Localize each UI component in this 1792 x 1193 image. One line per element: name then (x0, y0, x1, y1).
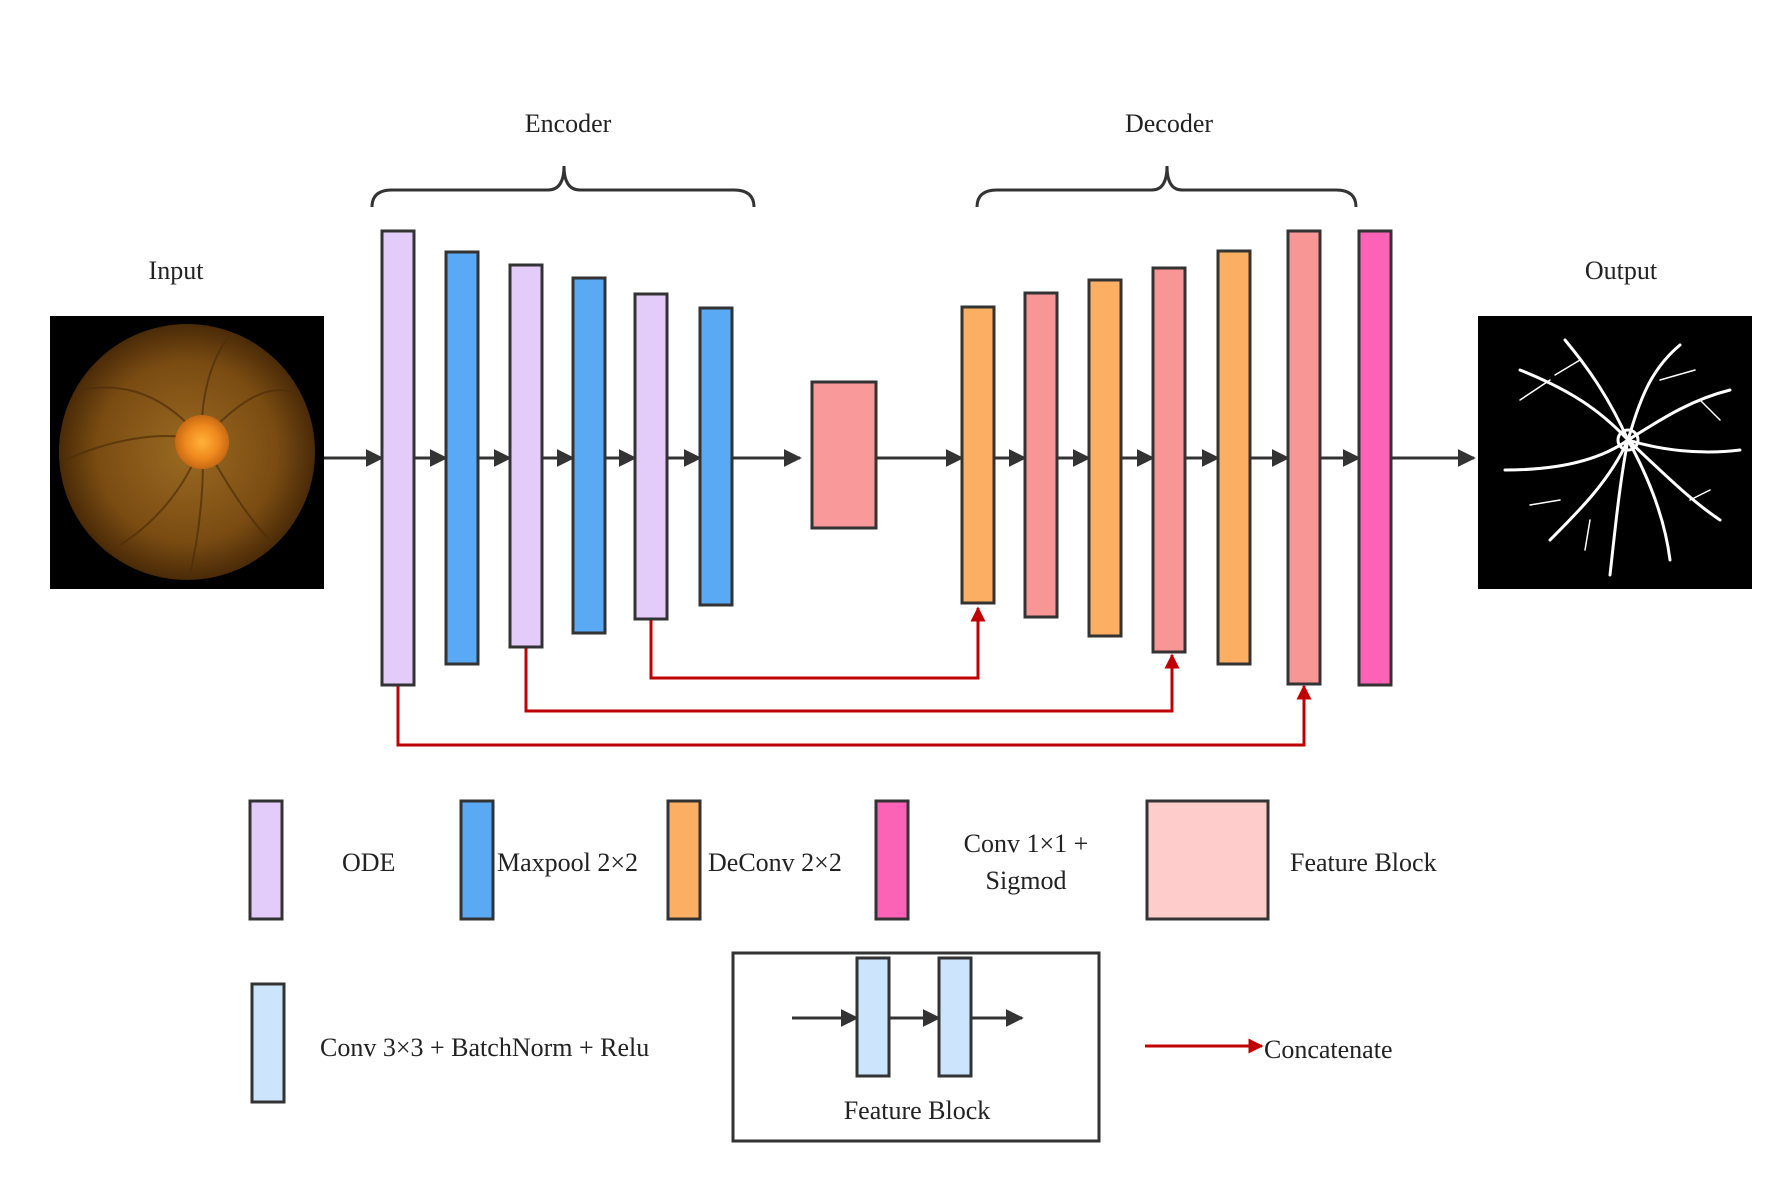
skip-connection-1 (396, 684, 1312, 747)
legend-ode-label: ODE (342, 848, 395, 877)
input-label: Input (149, 256, 205, 285)
legend-maxpool-swatch (459, 799, 495, 921)
decoder-feature-block-1 (1023, 291, 1059, 619)
feature-block-conv-1 (855, 956, 891, 1078)
legend-deconv-label: DeConv 2×2 (708, 848, 842, 877)
feature-block-detail-box: Feature Block (731, 951, 1101, 1143)
feature-block-conv-2 (937, 956, 973, 1078)
encoder-maxpool-block-2 (571, 276, 607, 635)
legend-conv1x1-swatch (874, 799, 910, 921)
legend-maxpool-label: Maxpool 2×2 (497, 848, 638, 877)
legend-concatenate-label: Concatenate (1264, 1035, 1393, 1064)
legend-conv3x3-label: Conv 3×3 + BatchNorm + Relu (320, 1033, 649, 1062)
decoder-deconv-block-3 (1216, 249, 1252, 666)
output-label: Output (1585, 256, 1658, 285)
legend-conv3x3-swatch (250, 982, 286, 1104)
legend-feature-block-swatch (1145, 799, 1270, 921)
skip-connection-2 (524, 647, 1180, 713)
encoder-ode-block-2 (508, 263, 544, 649)
decoder-label: Decoder (1125, 109, 1213, 138)
conv1x1-sigmoid-block (1357, 229, 1393, 687)
input-fundus-image (50, 316, 324, 589)
legend-ode-swatch (248, 799, 284, 921)
legend-conv1x1-label-line1: Conv 1×1 + (964, 829, 1089, 858)
encoder-ode-block-3 (633, 292, 669, 621)
decoder-brace (975, 165, 1358, 208)
feature-block-box-title: Feature Block (844, 1096, 991, 1125)
bottleneck-feature-block (810, 380, 878, 530)
legend-conv1x1-label-line2: Sigmod (986, 866, 1067, 895)
encoder-maxpool-block-1 (444, 250, 480, 666)
decoder-deconv-block-1 (960, 305, 996, 605)
legend-feature-block-label: Feature Block (1290, 848, 1437, 877)
encoder-ode-block-1 (380, 229, 416, 687)
decoder-deconv-block-2 (1087, 278, 1123, 638)
output-vessel-map (1478, 316, 1752, 589)
encoder-brace (370, 165, 756, 208)
encoder-maxpool-block-3 (698, 306, 734, 607)
decoder-feature-block-2 (1151, 266, 1187, 654)
decoder-feature-block-3 (1286, 229, 1322, 686)
legend-deconv-swatch (666, 799, 702, 921)
encoder-label: Encoder (525, 109, 612, 138)
skip-connection-3 (649, 606, 986, 680)
